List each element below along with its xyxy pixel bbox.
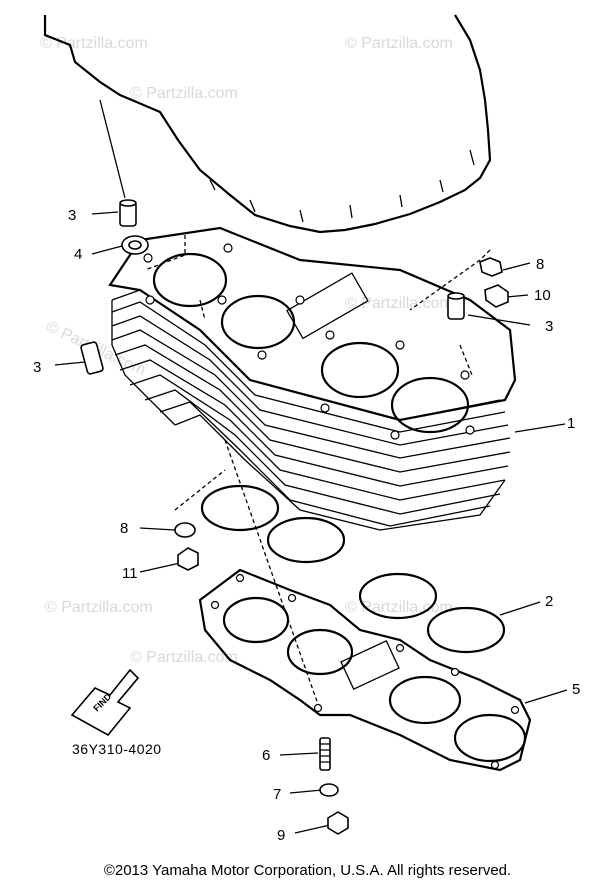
leader-lines	[54, 99, 568, 834]
callout-3-left: 3	[33, 359, 41, 376]
dowel-pin-3-left	[80, 341, 104, 375]
callout-9: 9	[277, 827, 285, 844]
o-ring-part-2-a	[358, 572, 438, 620]
washer-4	[121, 235, 149, 255]
o-ring-part-2-b	[426, 606, 506, 654]
callout-5: 5	[572, 681, 580, 698]
callout-11: 11	[122, 565, 138, 582]
cylinder-bore-2	[220, 294, 296, 350]
watermark-7: © Partzilla.com	[130, 649, 238, 666]
find-arrow-icon: FIND	[70, 668, 140, 737]
small-parts	[80, 199, 509, 835]
callout-1: 1	[567, 415, 575, 432]
callout-labels: 3 4 3 8 10 3 1 8 11 2 5 6 7 9	[33, 207, 580, 844]
nut-10	[484, 284, 509, 308]
nut-9	[327, 811, 349, 835]
callout-2: 2	[545, 593, 553, 610]
nut-8-right	[479, 257, 503, 277]
watermark-3: © Partzilla.com	[130, 85, 238, 102]
watermark-1: © Partzilla.com	[40, 35, 148, 52]
callout-3-right: 3	[545, 318, 553, 335]
cylinder-bore-4	[390, 376, 470, 434]
nut-11	[177, 547, 199, 571]
callout-8-left: 8	[120, 520, 128, 537]
cylinder-bore-3	[320, 341, 400, 399]
base-gasket	[198, 568, 532, 772]
watermark-5: © Partzilla.com	[45, 599, 153, 616]
watermark-4: © Partzilla.com	[345, 295, 453, 312]
cylinder-bore-1	[152, 252, 228, 308]
callout-7: 7	[273, 786, 281, 803]
cylinder-block	[108, 226, 517, 531]
stud-6	[319, 737, 331, 771]
washer-7	[319, 783, 339, 797]
dowel-pin-3-top	[119, 199, 137, 227]
callout-6: 6	[262, 747, 270, 764]
diagram-code: 36Y310-4020	[72, 741, 162, 757]
watermark-2: © Partzilla.com	[345, 35, 453, 52]
callout-8-right: 8	[536, 256, 544, 273]
callout-3-top: 3	[68, 207, 76, 224]
callout-10: 10	[534, 287, 551, 304]
copyright-notice: ©2013 Yamaha Motor Corporation, U.S.A. A…	[103, 862, 512, 879]
watermarks: © Partzilla.com © Partzilla.com © Partzi…	[40, 35, 453, 666]
callout-4: 4	[74, 246, 82, 263]
crankcase-outline	[43, 14, 492, 234]
dowel-pin-3-right	[447, 292, 465, 320]
washer-8-left	[174, 522, 196, 538]
o-rings	[200, 484, 506, 654]
